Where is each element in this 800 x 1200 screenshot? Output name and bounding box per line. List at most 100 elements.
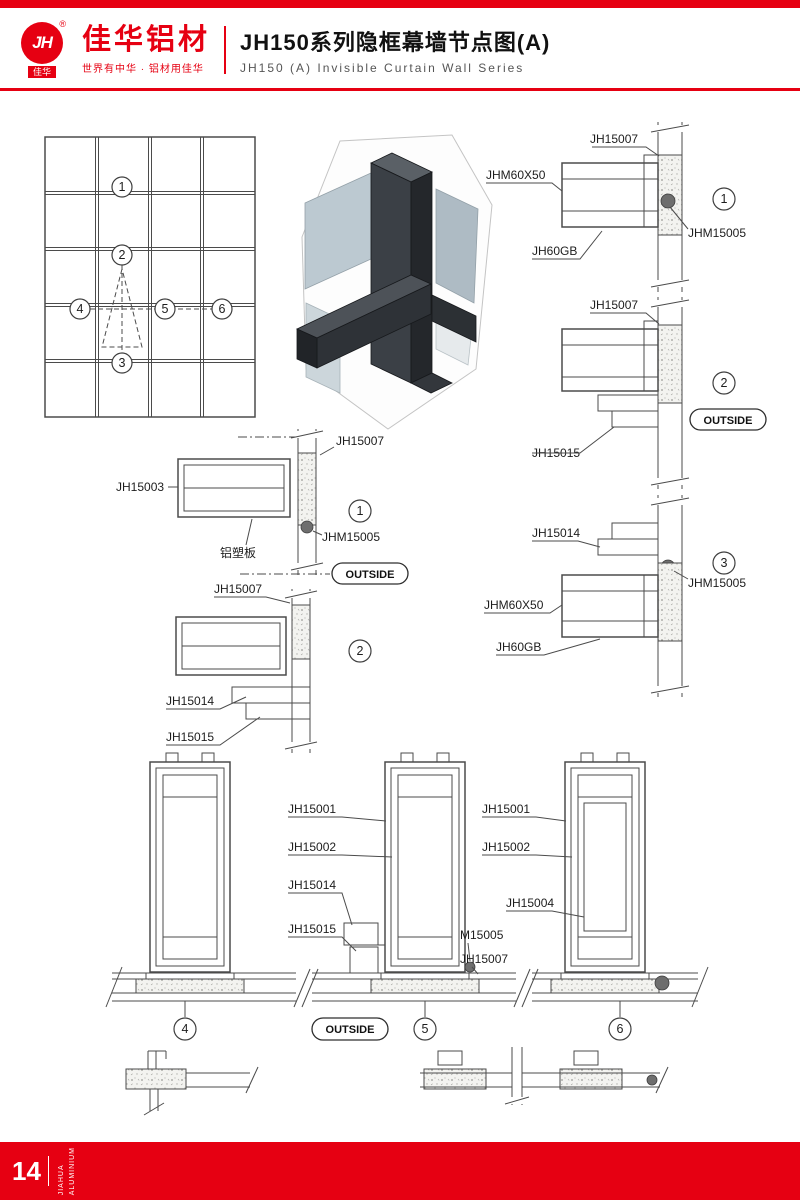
- drawing-area: 1 2 3 4 5 6 JH15007 JHM60X50: [0, 97, 800, 1137]
- wall-hatch: [657, 324, 683, 404]
- wall-hatch: [291, 604, 311, 660]
- glass-unit-right: [564, 752, 646, 973]
- detail-bottom: JH15001 JH15002 JH15014 JH15015 M15005 J…: [105, 752, 709, 1116]
- callout-4: 4: [69, 298, 91, 320]
- glass-unit-left: [149, 752, 231, 973]
- label-jh15015: JH15015: [166, 730, 214, 744]
- vent-profile-lower: [245, 702, 311, 720]
- detail-number: 4: [182, 1022, 189, 1036]
- detail-left-2: JH15007 JH15014 JH15015 2: [166, 582, 372, 753]
- label-jh15014: JH15014: [166, 694, 214, 708]
- callout-detail-1: 1: [712, 187, 736, 211]
- base-structure: [105, 961, 709, 1008]
- label-jhm60x50: JHM60X50: [484, 598, 544, 612]
- label-jh15007: JH15007: [590, 132, 638, 146]
- page-footer: 14 JIAHUA ALUMINIUM: [0, 1142, 800, 1200]
- callout-2: 2: [111, 244, 133, 266]
- vent-profile-upper: [611, 522, 659, 540]
- gasket-jhm15005: [660, 193, 676, 209]
- label-jh60gb: JH60GB: [496, 640, 541, 654]
- gasket-jhm15005: [300, 520, 314, 534]
- vent-profile-upper: [597, 394, 659, 412]
- gasket: [654, 975, 670, 991]
- lower-fragment-left: [125, 1050, 259, 1116]
- detail-number: 1: [721, 192, 728, 206]
- callout-6: 6: [211, 298, 233, 320]
- label-jh15015: JH15015: [288, 922, 336, 936]
- callout-detail-5: 5: [413, 1017, 437, 1041]
- brand-name: 佳华铝材: [82, 24, 211, 57]
- detail-right-3: JH15014 JHM15005 JHM60X50 JH60GB 3: [484, 495, 746, 697]
- gasket: [646, 1074, 658, 1086]
- vent-sash: [343, 922, 385, 974]
- callout-2-number: 2: [119, 248, 126, 262]
- outside-capsule: OUTSIDE: [689, 408, 767, 431]
- detail-number: 1: [357, 504, 364, 518]
- label-jh15007: JH15007: [336, 434, 384, 448]
- brand-logo: JH ® 佳华: [16, 19, 68, 79]
- callout-detail-2: 2: [712, 371, 736, 395]
- detail-right-2: JH15007 JH15015 2 OUTSIDE: [532, 297, 767, 489]
- label-jh15007: JH15007: [590, 298, 638, 312]
- label-jh15002: JH15002: [288, 840, 336, 854]
- glass-unit-middle: [384, 752, 466, 973]
- footer-brand-line2: ALUMINIUM: [69, 1146, 77, 1196]
- label-jh15001: JH15001: [482, 802, 530, 816]
- callout-detail-3: 3: [712, 551, 736, 575]
- brand-slogan: 世界有中华 · 铝材用佳华: [82, 63, 204, 75]
- label-m15005: M15005: [460, 928, 504, 942]
- page-title: JH150系列隐框幕墙节点图(A): [240, 30, 551, 55]
- panel-frame: [177, 458, 291, 518]
- footer-divider: [47, 1156, 49, 1186]
- outside-label: OUTSIDE: [704, 415, 753, 427]
- label-panel: 铝塑板: [220, 545, 256, 560]
- callout-detail-4: 4: [173, 1017, 197, 1041]
- footer-brand-line1: JIAHUA: [57, 1164, 65, 1196]
- vent-profile-lower: [611, 410, 659, 428]
- title-block: JH150系列隐框幕墙节点图(A) JH150 (A) Invisible Cu…: [240, 25, 550, 75]
- callout-6-number: 6: [219, 302, 226, 316]
- vent-profile-upper: [231, 686, 311, 704]
- outside-capsule: OUTSIDE: [331, 562, 409, 585]
- detail-left-1: JH15007 JH15003 JHM15005 铝塑板 1 OUTSIDE: [116, 429, 409, 585]
- footer-brand: JIAHUA ALUMINIUM: [56, 1147, 78, 1195]
- brand-block: 佳华铝材 世界有中华 · 铝材用佳华: [82, 24, 211, 75]
- transom-profile: [561, 574, 659, 638]
- callout-5-number: 5: [162, 302, 169, 316]
- technical-drawing: 1 2 3 4 5 6 JH15007 JHM60X50: [44, 122, 767, 1116]
- vent-profile-lower: [597, 538, 659, 556]
- page-header: JH ® 佳华 佳华铝材 世界有中华 · 铝材用佳华 JH150系列隐框幕墙节点…: [0, 0, 800, 91]
- label-jh15001: JH15001: [288, 802, 336, 816]
- wall-hatch: [297, 452, 317, 526]
- transom-profile: [561, 328, 659, 392]
- page-subtitle: JH150 (A) Invisible Curtain Wall Series: [240, 61, 525, 75]
- label-jh15014: JH15014: [288, 878, 336, 892]
- label-jhm15005: JHM15005: [688, 226, 746, 240]
- header-rule: [0, 88, 800, 91]
- label-jh15007: JH15007: [460, 952, 508, 966]
- isometric-render: [296, 134, 493, 430]
- detail-number: 2: [721, 376, 728, 390]
- elevation-grid: 1 2 3 4 5 6: [44, 136, 256, 418]
- detail-number: 5: [422, 1022, 429, 1036]
- logo-circle: JH: [21, 21, 63, 64]
- callout-3: 3: [111, 352, 133, 374]
- label-jh15004: JH15004: [506, 896, 554, 910]
- lower-fragment-right: [420, 1047, 669, 1105]
- callout-1: 1: [111, 176, 133, 198]
- outside-label: OUTSIDE: [326, 1024, 375, 1036]
- outside-capsule: OUTSIDE: [311, 1017, 389, 1041]
- gasket-m15005: [464, 961, 476, 973]
- detail-number: 6: [617, 1022, 624, 1036]
- logo-monogram-text: JH: [32, 32, 53, 52]
- label-jh15002: JH15002: [482, 840, 530, 854]
- label-jh15014: JH15014: [532, 526, 580, 540]
- header-divider: [224, 26, 227, 74]
- outside-label: OUTSIDE: [346, 569, 395, 581]
- callout-1-number: 1: [119, 180, 126, 194]
- label-jh15007: JH15007: [214, 582, 262, 596]
- detail-number: 3: [721, 556, 728, 570]
- detail-number: 2: [357, 644, 364, 658]
- detail-right-1: JH15007 JHM60X50 JH60GB JHM15005 1: [486, 122, 746, 292]
- label-jhm15005: JHM15005: [322, 530, 380, 544]
